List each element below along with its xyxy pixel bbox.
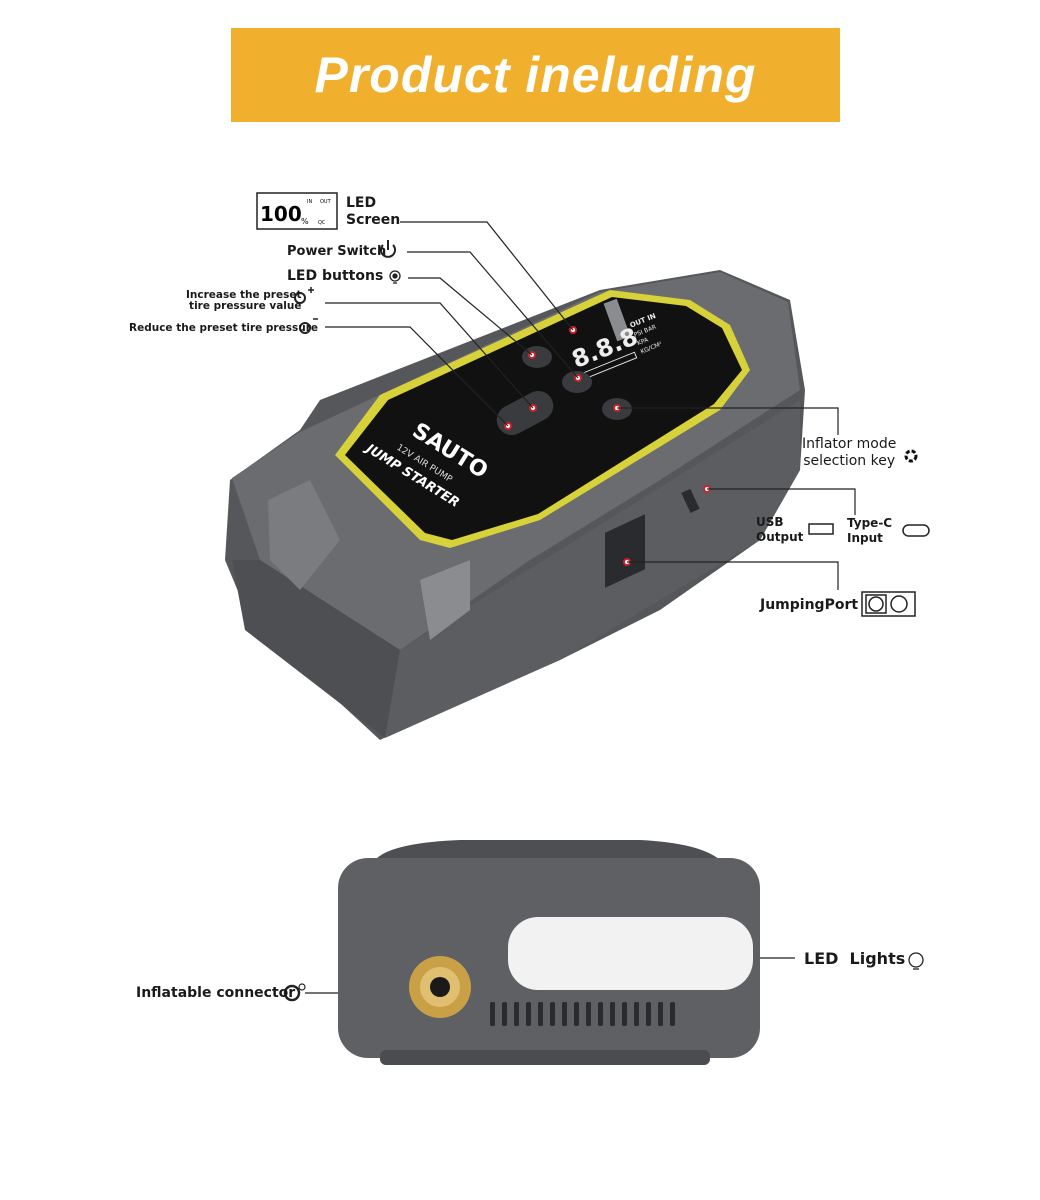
tire-minus-icon: [299, 318, 318, 334]
reduce-pressure-label: Reduce the preset tire pressure: [129, 322, 318, 334]
vent-slot: [538, 1002, 543, 1026]
vent-slot: [646, 1002, 651, 1026]
vent-slot: [502, 1002, 507, 1026]
vent-slot: [574, 1002, 579, 1026]
usb-c-icon: [902, 524, 930, 537]
usb-port-icon: [808, 523, 834, 535]
vent-slot: [562, 1002, 567, 1026]
vent-slot: [634, 1002, 639, 1026]
power-icon: [380, 240, 396, 258]
jump-starter-top-view: 8.8.8 OUT IN PSI BAR KPA KG/CM² SAUTO 12…: [225, 270, 805, 740]
tire-plus-icon: [294, 287, 314, 304]
power-button[interactable]: [562, 371, 592, 393]
vent-slot: [586, 1002, 591, 1026]
leader-lines: [305, 221, 856, 994]
display-units2: KPA: [636, 336, 650, 347]
led-buttons-label: LED buttons: [287, 268, 384, 284]
lcd-in: IN: [307, 199, 312, 205]
vent-slot: [622, 1002, 627, 1026]
light-bulb-icon: [908, 952, 924, 970]
inflatable-connector-label: Inflatable connector: [136, 985, 296, 1001]
vent-slot: [598, 1002, 603, 1026]
jumping-port-label: JumpingPort: [760, 597, 859, 613]
lcd-unit: %: [301, 217, 309, 226]
banner-title: Product ineluding: [314, 47, 757, 103]
tire-valve-icon: [283, 983, 306, 1002]
vent-slot: [526, 1002, 531, 1026]
light-bulb-icon: [389, 270, 401, 284]
lcd-value: 100: [260, 202, 302, 226]
led-button[interactable]: [522, 346, 552, 368]
jump-port-icon: [861, 591, 916, 617]
led-lights-label: LED Lights: [804, 949, 906, 968]
vent-slot: [610, 1002, 615, 1026]
lcd-qc: QC: [318, 220, 326, 226]
vent-slot: [550, 1002, 555, 1026]
title-banner: Product ineluding: [231, 28, 840, 122]
jump-starter-front-view: [338, 840, 760, 1065]
led-light-panel: [508, 917, 753, 990]
lcd-display-icon: 100 % IN OUT QC: [256, 192, 338, 230]
vent-slot: [490, 1002, 495, 1026]
vent-slot: [514, 1002, 519, 1026]
power-switch-label: Power Switch: [287, 244, 387, 259]
mode-ring-icon: [904, 449, 918, 463]
vent-slot: [670, 1002, 675, 1026]
vent-slot: [658, 1002, 663, 1026]
lcd-out: OUT: [320, 199, 332, 205]
